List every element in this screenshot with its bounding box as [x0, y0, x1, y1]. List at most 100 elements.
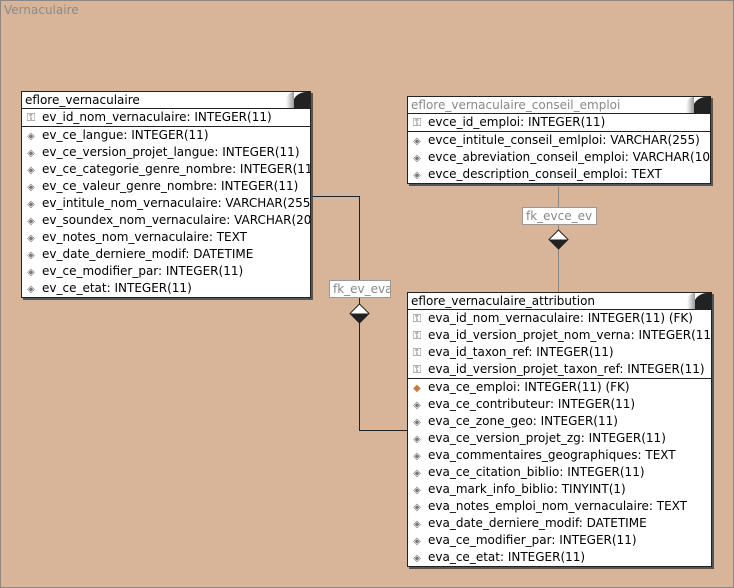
column-diamond-icon: ◈ — [413, 136, 421, 147]
column-text: eva_notes_emploi_nom_vernaculaire: TEXT — [428, 499, 688, 513]
column-text: ev_soundex_nom_vernaculaire: VARCHAR(20) — [42, 213, 311, 227]
table-title: eflore_vernaculaire — [22, 92, 310, 109]
column-diamond-icon: ◈ — [413, 536, 421, 547]
column-text: ev_intitule_nom_vernaculaire: VARCHAR(25… — [42, 196, 311, 210]
column-diamond-icon: ◈ — [27, 131, 35, 142]
column-diamond-icon: ◈ — [413, 417, 421, 428]
column-row[interactable]: ◆ eva_ce_emploi: INTEGER(11) (FK) — [408, 379, 711, 396]
column-row[interactable]: ◈ ev_ce_categorie_genre_nombre: INTEGER(1… — [22, 161, 310, 178]
table-eflore-vernaculaire[interactable]: eflore_vernaculaire ⚿ ev_id_nom_vernaculai… — [21, 91, 311, 298]
key-icon: ⚿ — [412, 312, 422, 325]
column-text: eva_mark_info_biblio: TINYINT(1) — [428, 482, 626, 496]
primary-key-row[interactable]: ⚿eva_id_taxon_ref: INTEGER(11) — [408, 344, 711, 361]
column-text: evce_intitule_conseil_emlploi: VARCHAR(2… — [428, 133, 700, 147]
column-diamond-icon: ◈ — [27, 284, 35, 295]
column-row[interactable]: ◈eva_ce_zone_geo: INTEGER(11) — [408, 413, 711, 430]
column-diamond-icon: ◈ — [413, 170, 421, 181]
column-text: eva_ce_etat: INTEGER(11) — [428, 550, 586, 564]
column-text: ev_ce_version_projet_langue: INTEGER(11) — [42, 145, 300, 159]
table-eflore-vernaculaire-attribution[interactable]: eflore_vernaculaire_attribution ⚿ eva_id_n… — [407, 292, 712, 567]
column-text: eva_ce_modifier_par: INTEGER(11) — [428, 533, 637, 547]
key-icon: ⚿ — [26, 111, 36, 124]
column-row[interactable]: ◈ eva_mark_info_biblio: TINYINT(1) — [408, 481, 711, 498]
column-row[interactable]: ◈ eva_notes_emploi_nom_vernaculaire: TEXT — [408, 498, 711, 515]
column-text: ev_date_derniere_modif: DATETIME — [42, 247, 254, 261]
column-row[interactable]: ◈ ev_soundex_nom_vernaculaire: VARCHAR(20… — [22, 212, 310, 229]
column-diamond-icon: ◈ — [413, 451, 421, 462]
column-diamond-icon: ◈ — [27, 182, 35, 193]
table-name: eflore_vernaculaire_conseil_emploi — [411, 98, 621, 112]
column-row[interactable]: ◈ ev_date_derniere_modif: DATETIME — [22, 246, 310, 263]
column-text: eva_id_version_projet_taxon_ref: INTEGER… — [428, 362, 705, 376]
primary-key-row[interactable]: ⚿ eva_id_version_projet_nom_verna: INTEGE… — [408, 327, 711, 344]
column-diamond-icon: ◈ — [413, 400, 421, 411]
column-diamond-icon: ◈ — [413, 502, 421, 513]
column-diamond-icon: ◈ — [27, 233, 35, 244]
column-text: ev_notes_nom_vernaculaire: TEXT — [42, 230, 247, 244]
column-row[interactable]: ◈ ev_notes_nom_vernaculaire: TEXT — [22, 229, 310, 246]
column-diamond-icon: ◈ — [413, 485, 421, 496]
column-row[interactable]: ◈ eva_date_derniere_modif: DATETIME — [408, 515, 711, 532]
column-text: ev_ce_etat: INTEGER(11) — [42, 281, 192, 295]
table-name: eflore_vernaculaire_attribution — [411, 294, 596, 308]
column-diamond-icon: ◈ — [27, 165, 35, 176]
key-icon: ⚿ — [412, 329, 422, 342]
column-row[interactable]: ◈eva_ce_citation_biblio: INTEGER(11) — [408, 464, 711, 481]
column-text: ev_ce_modifier_par: INTEGER(11) — [42, 264, 244, 278]
column-row[interactable]: ◈ eva_ce_modifier_par: INTEGER(11) — [408, 532, 711, 549]
column-text: eva_date_derniere_modif: DATETIME — [428, 516, 647, 530]
relation-label-fk-ev-eva[interactable]: fk_ev_eva — [329, 280, 391, 298]
column-diamond-icon: ◈ — [413, 553, 421, 564]
primary-key-row[interactable]: ⚿ eva_id_version_projet_taxon_ref: INTEGE… — [408, 361, 711, 379]
document-title: Vernaculaire — [4, 3, 79, 17]
column-diamond-icon: ◈ — [27, 250, 35, 261]
column-text: evce_id_emploi: INTEGER(11) — [428, 115, 606, 129]
column-row[interactable]: ◈ evce_intitule_conseil_emlploi: VARCHAR(… — [408, 132, 710, 149]
relation-line — [359, 430, 408, 431]
foreign-key-icon: ◆ — [413, 383, 421, 394]
relation-label-fk-evce-ev[interactable]: fk_evce_ev — [522, 207, 597, 225]
column-row[interactable]: ◈ev_intitule_nom_vernaculaire: VARCHAR(2… — [22, 195, 310, 212]
column-row[interactable]: ◈ ev_ce_valeur_genre_nombre: INTEGER(11) — [22, 178, 310, 195]
column-row[interactable]: ◈ ev_ce_modifier_par: INTEGER(11) — [22, 263, 310, 280]
primary-key-row[interactable]: ⚿ eva_id_nom_vernaculaire: INTEGER(11) (F… — [408, 310, 711, 327]
column-row[interactable]: ◈ evce_description_conseil_emploi: TEXT — [408, 166, 710, 183]
column-text: eva_ce_version_projet_zg: INTEGER(11) — [428, 431, 666, 445]
column-row[interactable]: ◈eva_ce_contributeur: INTEGER(11) — [408, 396, 711, 413]
column-row[interactable]: ◈ eva_commentaires_geographiques: TEXT — [408, 447, 711, 464]
column-diamond-icon: ◈ — [413, 519, 421, 530]
column-text: eva_id_version_projet_nom_verna: INTEGER… — [428, 328, 712, 342]
primary-key-row[interactable]: ⚿ ev_id_nom_vernaculaire: INTEGER(11) — [22, 109, 310, 127]
column-text: eva_commentaires_geographiques: TEXT — [428, 448, 676, 462]
column-row[interactable]: ◈ev_ce_version_projet_langue: INTEGER(11… — [22, 144, 310, 161]
column-text: ev_ce_valeur_genre_nombre: INTEGER(11) — [42, 179, 299, 193]
column-diamond-icon: ◈ — [27, 267, 35, 278]
column-text: eva_ce_emploi: INTEGER(11) (FK) — [428, 380, 630, 394]
column-text: eva_ce_citation_biblio: INTEGER(11) — [428, 465, 645, 479]
table-eflore-vernaculaire-conseil-emploi[interactable]: eflore_vernaculaire_conseil_emploi ⚿ evce_… — [407, 96, 711, 184]
relation-diamond-icon — [349, 303, 370, 324]
column-text: ev_ce_langue: INTEGER(11) — [42, 128, 209, 142]
table-title: eflore_vernaculaire_conseil_emploi — [408, 97, 710, 114]
column-row[interactable]: ◈ ev_ce_etat: INTEGER(11) — [22, 280, 310, 297]
column-text: evce_abreviation_conseil_emploi: VARCHAR… — [428, 150, 711, 164]
corner-decoration — [687, 293, 711, 309]
table-name: eflore_vernaculaire — [25, 93, 140, 107]
column-text: ev_ce_categorie_genre_nombre: INTEGER(11… — [42, 162, 311, 176]
column-text: eva_id_nom_vernaculaire: INTEGER(11) (FK… — [428, 311, 693, 325]
relation-line — [310, 196, 360, 197]
key-icon: ⚿ — [412, 363, 422, 376]
column-diamond-icon: ◈ — [27, 216, 35, 227]
column-text: evce_description_conseil_emploi: TEXT — [428, 167, 662, 181]
column-row[interactable]: ◈ ev_ce_langue: INTEGER(11) — [22, 127, 310, 144]
corner-decoration — [286, 92, 310, 108]
column-text: ev_id_nom_vernaculaire: INTEGER(11) — [42, 110, 272, 124]
column-row[interactable]: ◈ eva_ce_version_projet_zg: INTEGER(11) — [408, 430, 711, 447]
table-title: eflore_vernaculaire_attribution — [408, 293, 711, 310]
column-row[interactable]: ◈ eva_ce_etat: INTEGER(11) — [408, 549, 711, 566]
key-icon: ⚿ — [412, 116, 422, 129]
column-row[interactable]: ◈evce_abreviation_conseil_emploi: VARCHA… — [408, 149, 710, 166]
column-diamond-icon: ◈ — [413, 434, 421, 445]
primary-key-row[interactable]: ⚿ evce_id_emploi: INTEGER(11) — [408, 114, 710, 132]
